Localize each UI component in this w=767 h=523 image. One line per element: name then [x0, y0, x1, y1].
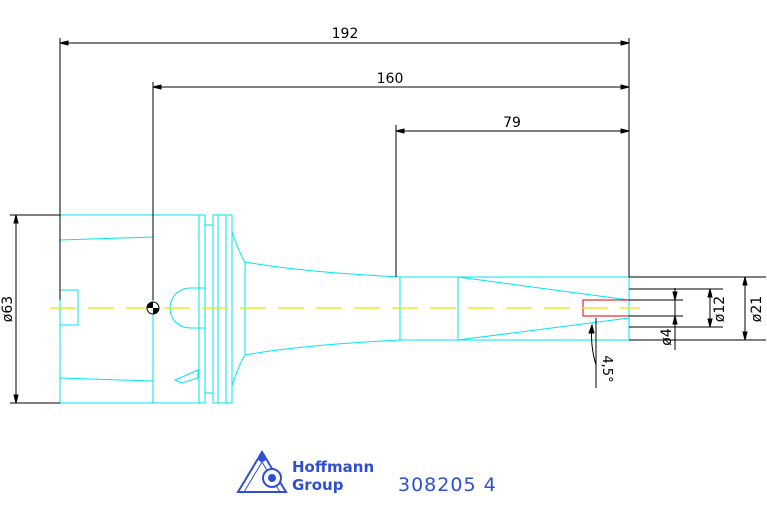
logo-line1: Hoffmann: [292, 458, 374, 476]
dim-diameter-63-label: ø63: [0, 296, 16, 322]
tool-holder-outline: [59, 214, 630, 404]
dim-diameter-4-label: ø4: [659, 328, 675, 346]
logo-line2: Group: [292, 476, 344, 494]
dim-diameter-21-label: ø21: [749, 296, 765, 322]
hoffmann-logo: Hoffmann Group: [236, 450, 374, 494]
dim-79-label: 79: [503, 115, 521, 131]
gauge-point-marker: [146, 301, 160, 315]
dim-diameter-12-label: ø12: [712, 296, 728, 322]
dimension-lines: [10, 38, 766, 404]
dim-192-label: 192: [332, 26, 359, 42]
part-number: 308205 4: [398, 474, 497, 496]
dim-angle-label: 4,5°: [599, 355, 614, 382]
dim-160-label: 160: [377, 71, 404, 87]
